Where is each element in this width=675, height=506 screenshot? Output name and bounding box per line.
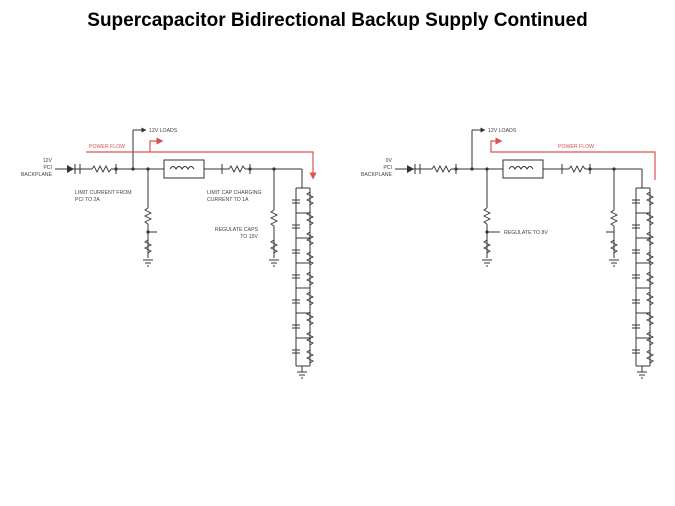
right-branch-resistor-2 <box>482 239 492 254</box>
left-source-label-3: BACKPLANE <box>21 172 53 178</box>
right-source-label-1: 0V <box>386 158 393 164</box>
left-bal-res-9 <box>305 349 315 364</box>
right-bal-res-5 <box>645 271 655 286</box>
right-power-flow-arrow <box>490 137 656 180</box>
left-limit-cap-label-1: LIMIT CAP CHARGING <box>207 190 262 196</box>
left-bal-res-5 <box>305 271 315 286</box>
left-branch-resistor <box>143 207 153 225</box>
left-power-flow-loads-arrow <box>149 137 164 152</box>
right-node-1 <box>454 167 458 171</box>
right-inductor-coil <box>508 166 534 170</box>
right-source-label-3: BACKPLANE <box>361 172 393 178</box>
right-source-label-2: PCI <box>383 165 392 171</box>
right-power-flow-label: POWER FLOW <box>558 144 594 150</box>
right-reg-resistor <box>609 209 619 227</box>
right-bal-res-7 <box>645 311 655 326</box>
left-limit-cap-label-2: CURRENT TO 1A <box>207 197 249 203</box>
right-bal-res-9 <box>645 349 655 364</box>
left-loads-label: 12V LOADS <box>149 128 178 134</box>
left-branch-resistor-2 <box>143 239 153 254</box>
left-limit-current-label-2: PCI TO 2A <box>75 197 100 203</box>
left-inductor-coil <box>169 166 195 170</box>
right-branch-resistor <box>482 207 492 225</box>
left-diode <box>67 165 74 173</box>
left-bal-res-6 <box>305 291 315 306</box>
left-regulate-label-2: TO 15V <box>240 234 258 240</box>
right-diode <box>407 165 414 173</box>
right-charge-resistor <box>568 164 586 174</box>
left-limit-current-label-1: LIMIT CURRENT FROM <box>75 190 132 196</box>
left-source-label-1: 12V <box>43 158 53 164</box>
right-capacitor-stack <box>632 169 655 379</box>
left-reg-resistor-2 <box>269 239 279 254</box>
right-regulate-label: REGULATE TO 8V <box>504 230 548 236</box>
right-sense-resistor <box>431 164 452 174</box>
left-source-label-2: PCI <box>43 165 52 171</box>
left-capacitor-stack <box>292 169 315 379</box>
right-bal-res-1 <box>645 191 655 206</box>
right-bal-res-6 <box>645 291 655 306</box>
left-circuit: 12V PCI BACKPLANE 12V LOADS <box>21 127 317 379</box>
right-bal-res-2 <box>645 211 655 226</box>
left-regulate-label-1: REGULATE CAPS <box>215 227 259 233</box>
left-sense-resistor <box>91 164 112 174</box>
left-node-1 <box>114 167 118 171</box>
left-reg-resistor <box>269 209 279 227</box>
left-bal-res-4 <box>305 251 315 266</box>
slide-title: Supercapacitor Bidirectional Backup Supp… <box>87 10 588 31</box>
left-charge-resistor <box>228 164 246 174</box>
left-bal-res-1 <box>305 191 315 206</box>
right-reg-resistor-2 <box>609 239 619 254</box>
left-bal-res-7 <box>305 311 315 326</box>
left-bal-res-2 <box>305 211 315 226</box>
left-power-flow-label: POWER FLOW <box>89 144 125 150</box>
right-bal-res-4 <box>645 251 655 266</box>
right-loads-label: 12V LOADS <box>488 128 517 134</box>
left-power-flow-arrow <box>86 151 317 180</box>
right-circuit: 0V PCI BACKPLANE 12V LOADS REGULATE TO 8… <box>361 127 656 379</box>
